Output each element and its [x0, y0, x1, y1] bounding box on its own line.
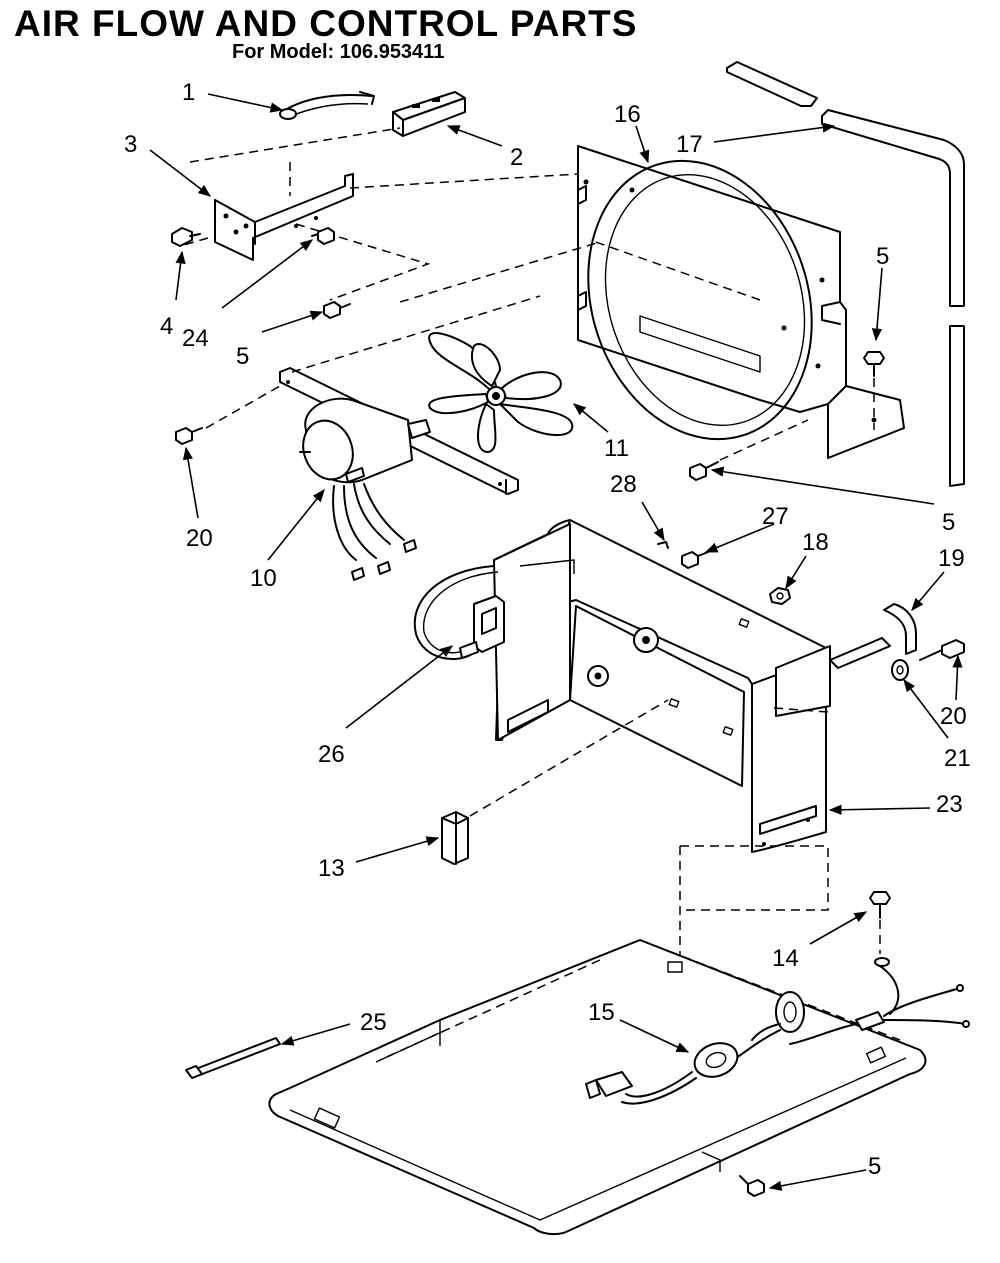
callout-5d: 5 — [868, 1153, 881, 1180]
callout-15: 15 — [588, 999, 615, 1026]
part-18-nut — [769, 587, 791, 605]
part-26-switch-harness — [413, 565, 505, 661]
part-24-screw — [311, 227, 335, 245]
callout-17: 17 — [676, 131, 703, 158]
callout-28: 28 — [610, 471, 637, 498]
diagram-title: AIR FLOW AND CONTROL PARTS — [14, 3, 638, 44]
callout-27: 27 — [762, 503, 789, 530]
part-25-rod — [185, 1037, 281, 1079]
part-23-control-panel — [493, 519, 831, 853]
callout-10: 10 — [250, 565, 277, 592]
part-13-capacitor — [441, 811, 469, 865]
part-10-fan-motor — [299, 397, 431, 581]
part-17-gasket-strips — [726, 61, 965, 487]
part-19-ground-strap — [883, 603, 917, 655]
part-5c-screw — [689, 461, 719, 481]
part-28-clip — [657, 541, 669, 549]
callout-19: 19 — [938, 545, 965, 572]
part-20b-screw — [919, 639, 965, 661]
callout-5c: 5 — [942, 509, 955, 536]
part-5a-screw — [323, 301, 351, 319]
part-15-power-cord — [585, 965, 970, 1105]
part-2-terminal-block — [392, 91, 466, 137]
part-5d-screw — [739, 1175, 765, 1197]
callout-20a: 20 — [186, 525, 213, 552]
callout-13: 13 — [318, 855, 345, 882]
model-subtitle: For Model: 106.953411 — [232, 41, 445, 63]
callout-25: 25 — [360, 1009, 387, 1036]
part-3-control-bracket — [214, 173, 354, 261]
callout-23: 23 — [936, 791, 963, 818]
part-5b-screw — [863, 351, 885, 377]
callout-16: 16 — [614, 101, 641, 128]
callout-5b: 5 — [876, 243, 889, 270]
callout-14: 14 — [772, 945, 799, 972]
callout-1: 1 — [182, 79, 195, 106]
part-11-fan-blade — [428, 332, 574, 453]
callout-20b: 20 — [940, 703, 967, 730]
callout-21: 21 — [944, 745, 971, 772]
callout-labels: 1 2 3 4 24 5 16 17 5 11 20 10 28 27 5 18… — [124, 79, 971, 1180]
callout-26: 26 — [318, 741, 345, 768]
callout-5a: 5 — [236, 343, 249, 370]
part-14-ground-screw — [869, 891, 891, 967]
leader-arrows — [149, 93, 963, 1191]
part-4-clip — [171, 227, 201, 247]
part-27-screw — [681, 551, 709, 569]
part-1-wire-connector — [279, 91, 375, 120]
callout-3: 3 — [124, 131, 137, 158]
callout-2: 2 — [510, 144, 523, 171]
part-21-washer — [891, 659, 909, 681]
callout-18: 18 — [802, 529, 829, 556]
callout-4: 4 — [160, 313, 173, 340]
callout-11: 11 — [604, 435, 629, 462]
part-20a-screw — [175, 427, 203, 445]
part-16-shroud-panel — [577, 145, 905, 459]
callout-24: 24 — [182, 325, 209, 352]
